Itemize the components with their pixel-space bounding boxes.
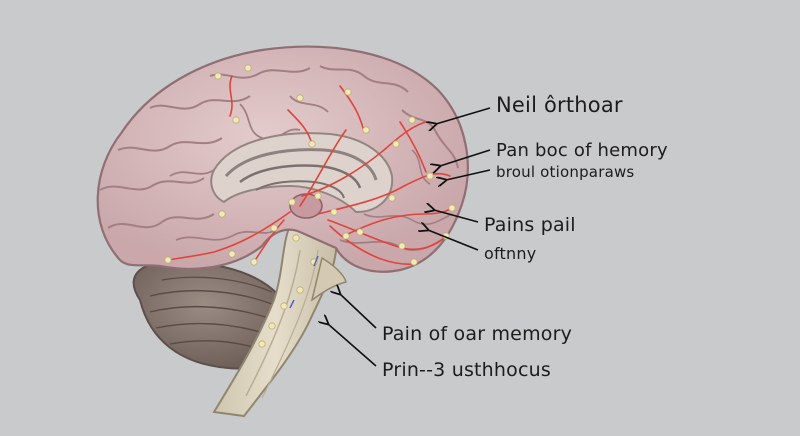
- blue-markers: [289, 255, 319, 309]
- label-neil-orthoar: Neil ôrthoar: [496, 93, 623, 117]
- label-broul: broul otionparaws: [496, 163, 635, 181]
- label-prin-3: Prin--3 usthhocus: [382, 359, 551, 381]
- label-pains-pail: Pains pail: [484, 214, 576, 236]
- label-oftnny: oftnny: [484, 244, 537, 263]
- callout-arrows: [328, 107, 491, 367]
- label-pain-of-oar: Pain of oar memory: [382, 323, 573, 345]
- arrow-pain-of-oar: [340, 294, 377, 329]
- arrow-oftnny: [428, 230, 479, 251]
- arrow-pan-boc: [440, 149, 491, 166]
- label-pan-boc: Pan boc of hemory: [496, 140, 668, 161]
- pathway-nodes: [164, 64, 456, 348]
- corpus-callosum: [210, 132, 394, 219]
- arrow-neil-orthoar: [436, 107, 491, 124]
- arrow-prin-3: [328, 324, 377, 367]
- arrow-pains-pail: [434, 210, 479, 223]
- neural-pathways: [167, 75, 453, 265]
- arrow-broul: [446, 169, 491, 180]
